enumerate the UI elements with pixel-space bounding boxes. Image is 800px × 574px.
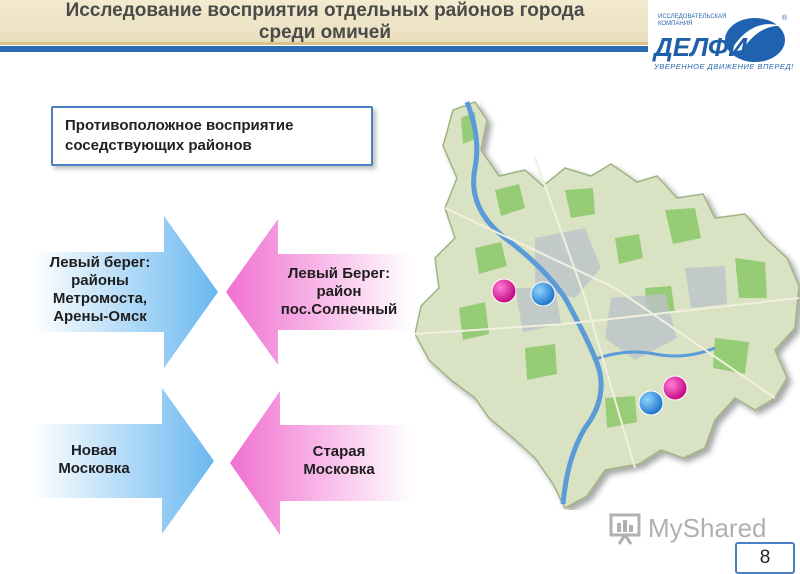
arrow-right-bottom: Старая Московка	[230, 391, 412, 535]
arrow-right-top-line3: пос.Солнечный	[280, 301, 398, 318]
arrow-left-shape	[226, 219, 412, 365]
presentation-icon	[609, 513, 641, 545]
arrow-left-top-line2: районы	[71, 272, 129, 289]
arrow-right-top-line1: Левый Берег:	[287, 265, 391, 282]
page-title-line2: среди омичей	[258, 22, 392, 43]
arrow-left-top-line1: Левый берег:	[49, 254, 151, 271]
arrow-left-bottom: Новая Московка	[32, 388, 214, 534]
delfi-logo: ИССЛЕДОВАТЕЛЬСКАЯ КОМПАНИЯ ® ДЕЛФИ УВЕРЕ…	[650, 12, 793, 78]
arrow-left-top-line3: Метромоста,	[52, 290, 148, 307]
arrow-right-bottom-line2: Московка	[303, 461, 375, 478]
logo-swoosh-icon: ®	[725, 14, 788, 62]
logo-small-text: ИССЛЕДОВАТЕЛЬСКАЯ КОМПАНИЯ	[658, 14, 727, 27]
arrow-left-bottom-line2: Московка	[58, 460, 130, 477]
myshared-watermark: MyShared	[608, 509, 778, 545]
arrow-right-shape	[32, 388, 214, 534]
map-marker-pink-left	[491, 278, 517, 304]
arrow-left-shape	[230, 391, 412, 535]
logo-registered-mark: ®	[782, 14, 788, 22]
arrow-right-top-line2: район	[316, 283, 362, 300]
arrow-right-bottom-line1: Старая	[312, 443, 366, 460]
map-marker-pink-right	[662, 375, 688, 401]
map-marker-blue-left	[530, 281, 556, 307]
map-marker-blue-right	[638, 390, 664, 416]
watermark-text: MyShared	[648, 513, 767, 543]
callout-text: Противоположное восприятие соседствующих…	[65, 116, 293, 156]
arrow-left-top: Левый берег: районы Метромоста, Арены-Ом…	[32, 216, 218, 368]
arrow-right-top: Левый Берег: район пос.Солнечный	[226, 219, 412, 365]
header-underline	[0, 46, 648, 52]
logo-word: ДЕЛФИ	[654, 32, 747, 62]
callout-line1: Противоположное восприятие	[65, 117, 294, 134]
logo-slogan: УВЕРЕННОЕ ДВИЖЕНИЕ ВПЕРЕД!	[654, 62, 794, 71]
arrow-left-bottom-line1: Новая	[70, 442, 118, 459]
arrow-right-shape	[32, 216, 218, 368]
page-title: Исследование восприятия отдельных районо…	[20, 0, 630, 44]
callout-line2: соседствующих районов	[65, 137, 252, 154]
callout-box: Противоположное восприятие соседствующих…	[51, 106, 373, 166]
header-bar	[0, 0, 648, 52]
page-number: 8	[735, 542, 795, 574]
city-map	[414, 98, 800, 510]
page-title-line1: Исследование восприятия отдельных районо…	[65, 0, 585, 21]
arrow-left-top-line4: Арены-Омск	[53, 308, 147, 325]
omsk-map-image	[414, 101, 800, 510]
